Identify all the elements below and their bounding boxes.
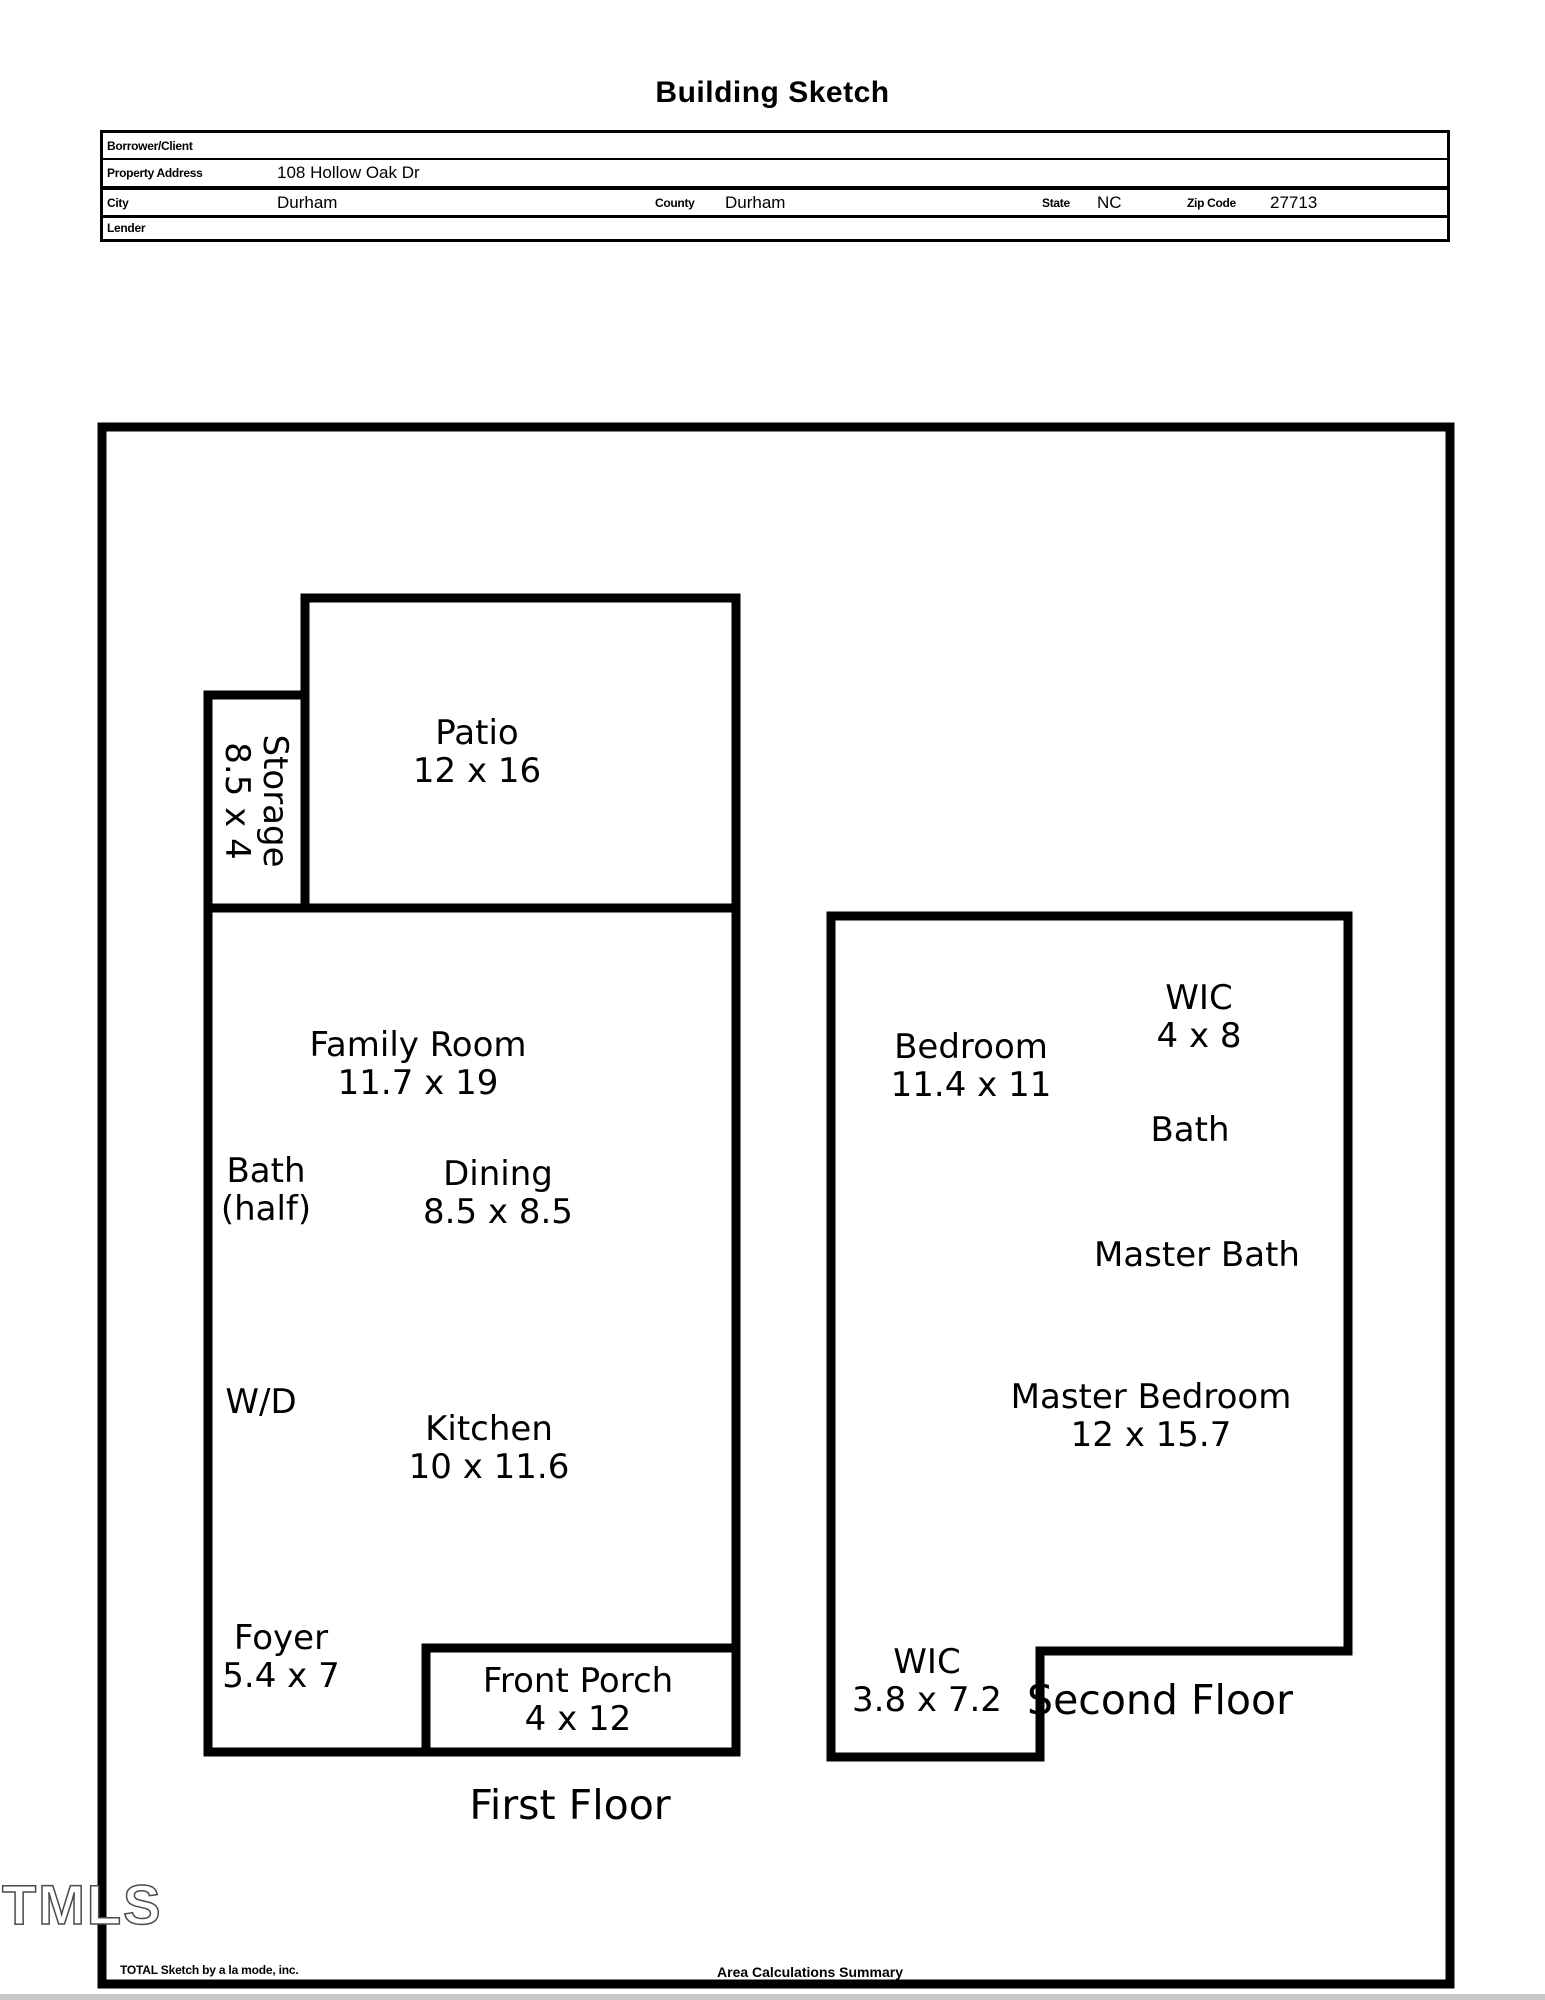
family-room-name: Family Room [309, 1025, 527, 1065]
first-floor-caption: First Floor [469, 1781, 671, 1829]
borrower-row: Borrower/Client [103, 133, 1447, 160]
front-porch-name: Front Porch [482, 1661, 674, 1701]
sketch-outer-border [97, 422, 1455, 1989]
foyer-name: Foyer [233, 1618, 329, 1658]
master-bedroom-label: Master Bedroom 12 x 15.7 [1011, 1378, 1292, 1454]
patio-name: Patio [435, 713, 519, 753]
patio-dims: 12 x 16 [412, 751, 542, 791]
storage-outline [203, 690, 310, 913]
storage-label: Storage 8.5 x 4 [217, 734, 295, 868]
washer-dryer-name: W/D [225, 1382, 297, 1422]
dining-dims: 8.5 x 8.5 [423, 1192, 573, 1232]
city-label: City [107, 195, 129, 210]
family-room-dims: 11.7 x 19 [337, 1063, 499, 1103]
zip-code-value: 27713 [1270, 192, 1318, 212]
property-address-label: Property Address [107, 166, 203, 180]
bedroom-dims: 11.4 x 11 [890, 1065, 1052, 1105]
second-floor-caption: Second Floor [1027, 1676, 1293, 1724]
bedroom-label: Bedroom 11.4 x 11 [891, 1028, 1052, 1104]
master-bath-name: Master Bath [1094, 1235, 1300, 1275]
total-sketch-branding: TOTAL Sketch by a la mode, inc. [120, 1963, 299, 1977]
borrower-label: Borrower/Client [107, 138, 193, 153]
state-value: NC [1097, 192, 1122, 212]
area-calculations-summary-heading: Area Calculations Summary [717, 1964, 903, 1980]
kitchen-label: Kitchen 10 x 11.6 [409, 1410, 570, 1486]
dining-name: Dining [443, 1154, 553, 1194]
half-bath-label: Bath (half) [221, 1152, 311, 1228]
state-label: State [1042, 195, 1070, 210]
county-value: Durham [725, 192, 786, 212]
zip-code-label: Zip Code [1187, 195, 1236, 210]
county-label: County [655, 195, 695, 210]
lender-row: Lender [103, 218, 1447, 238]
bedroom-name: Bedroom [894, 1027, 1048, 1067]
master-bath-label: Master Bath [1094, 1236, 1300, 1274]
city-value: Durham [277, 192, 338, 212]
front-porch-label: Front Porch 4 x 12 [483, 1662, 673, 1738]
half-bath-name: Bath [226, 1151, 306, 1191]
storage-name: Storage [255, 734, 295, 868]
washer-dryer-label: W/D [225, 1383, 296, 1421]
first-floor-outline [203, 903, 741, 1757]
front-porch-dims: 4 x 12 [524, 1699, 632, 1739]
next-section-strip [0, 1994, 1545, 2000]
front-porch-outline [421, 1643, 741, 1757]
dining-label: Dining 8.5 x 8.5 [423, 1155, 573, 1231]
bath-name: Bath [1150, 1110, 1230, 1150]
storage-dims: 8.5 x 4 [217, 742, 257, 860]
foyer-dims: 5.4 x 7 [222, 1656, 340, 1696]
master-bedroom-dims: 12 x 15.7 [1070, 1415, 1232, 1455]
wic-upper-label: WIC 4 x 8 [1157, 979, 1242, 1055]
lender-label: Lender [107, 221, 146, 235]
tmls-watermark: TMLS [1, 1872, 163, 1937]
wic-lower-label: WIC 3.8 x 7.2 [852, 1643, 1002, 1719]
page-title: Building Sketch [655, 76, 890, 109]
property-address-row: Property Address 108 Hollow Oak Dr [103, 160, 1447, 190]
bath-label: Bath [1150, 1111, 1229, 1149]
wic-lower-dims: 3.8 x 7.2 [852, 1680, 1002, 1720]
second-floor-outline [826, 911, 1353, 1762]
half-bath-dims: (half) [220, 1189, 312, 1229]
city-county-state-zip-row: City Durham County Durham State NC Zip C… [103, 190, 1447, 218]
master-bedroom-name: Master Bedroom [1010, 1377, 1292, 1417]
foyer-label: Foyer 5.4 x 7 [222, 1619, 339, 1695]
property-address-value: 108 Hollow Oak Dr [277, 163, 420, 182]
kitchen-name: Kitchen [425, 1409, 553, 1449]
wic-lower-name: WIC [893, 1642, 961, 1682]
family-room-label: Family Room 11.7 x 19 [309, 1026, 526, 1102]
wic-upper-name: WIC [1165, 978, 1233, 1018]
kitchen-dims: 10 x 11.6 [408, 1447, 570, 1487]
patio-outline [300, 593, 741, 913]
property-header-table: Borrower/Client Property Address 108 Hol… [100, 130, 1450, 242]
wic-upper-dims: 4 x 8 [1156, 1016, 1242, 1056]
patio-label: Patio 12 x 16 [413, 714, 541, 790]
